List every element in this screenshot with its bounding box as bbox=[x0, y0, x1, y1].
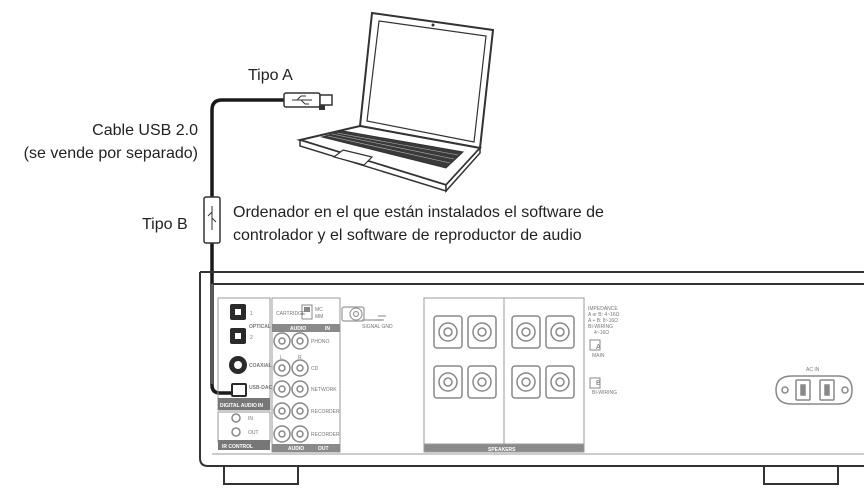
digital-audio-inputs bbox=[217, 297, 271, 411]
usb-symbol-icon bbox=[207, 206, 217, 230]
audio-out-label: AUDIO bbox=[288, 446, 304, 452]
amplifier-rear-panel bbox=[199, 271, 864, 485]
ir-in-label: IN bbox=[248, 416, 253, 422]
computer-label-line2: controlador y el software de reproductor… bbox=[233, 227, 582, 244]
ir-control-section bbox=[217, 411, 271, 450]
ir-out-label: OUT bbox=[248, 430, 259, 436]
speaker-a-label: A bbox=[596, 344, 601, 351]
audio-in-label: AUDIO bbox=[290, 326, 306, 332]
left-channel-label: L bbox=[280, 355, 283, 361]
rca-jacks bbox=[273, 332, 309, 443]
digital-in-label: IN bbox=[258, 403, 263, 409]
impedance-label: IMPEDANCE bbox=[588, 306, 618, 312]
type-a-label: Tipo A bbox=[248, 67, 293, 84]
ir-control-label: IR CONTROL bbox=[222, 444, 253, 450]
digital-audio-label: DIGITAL AUDIO bbox=[220, 403, 257, 409]
b-bi-wiring-label: BI-WIRING bbox=[592, 390, 617, 396]
analog-audio-section bbox=[271, 297, 341, 453]
recorder-out-label: RECORDER bbox=[311, 432, 340, 438]
optical-1-label: 1 bbox=[250, 311, 253, 317]
speakers-section bbox=[423, 297, 585, 453]
signal-gnd-terminal[interactable] bbox=[341, 306, 386, 322]
usb-cable bbox=[210, 98, 284, 395]
signal-gnd-label: SIGNAL GND bbox=[362, 324, 393, 330]
computer-label-line1: Ordenador en el que están instalados el … bbox=[233, 204, 604, 221]
coaxial-label: COAXIAL bbox=[249, 363, 272, 369]
usb-symbol-icon bbox=[292, 95, 312, 105]
optical-label: OPTICAL bbox=[249, 324, 271, 330]
usb-type-b-plug bbox=[203, 196, 221, 244]
ac-inlet[interactable] bbox=[775, 375, 853, 405]
ac-in-label: AC IN bbox=[806, 367, 820, 373]
recorder-label: RECORDER bbox=[311, 409, 340, 415]
ir-in-jack[interactable] bbox=[231, 413, 241, 423]
impedance-a-plus-b: A + B: 8~16Ω bbox=[588, 318, 618, 324]
right-channel-label: R bbox=[298, 355, 302, 361]
speakers-label: SPEAKERS bbox=[488, 447, 516, 453]
impedance-a-or-b: A or B: 4~16Ω bbox=[588, 312, 620, 318]
usb-dac-port[interactable] bbox=[231, 383, 247, 397]
main-label: MAIN bbox=[592, 353, 605, 359]
cartridge-label: CARTRIDGE bbox=[276, 311, 306, 317]
optical-2-label: 2 bbox=[250, 335, 253, 341]
mm-label: MM bbox=[315, 314, 323, 320]
cable-label-line2: (se vende por separado) bbox=[23, 145, 198, 162]
mc-label: MC bbox=[315, 307, 323, 313]
cable-label-line1: Cable USB 2.0 bbox=[92, 122, 198, 139]
network-label: NETWORK bbox=[311, 387, 337, 393]
speaker-b-label: B bbox=[596, 380, 601, 387]
speaker-terminals bbox=[433, 315, 575, 399]
ir-out-jack[interactable] bbox=[231, 427, 241, 437]
usb-type-a-plug bbox=[283, 92, 333, 108]
bi-wiring-label: BI-WIRING bbox=[588, 324, 613, 330]
laptop bbox=[296, 11, 495, 193]
phono-label: PHONO bbox=[311, 339, 329, 345]
audio-out-tag: OUT bbox=[318, 446, 329, 452]
cd-label: CD bbox=[311, 366, 319, 372]
type-b-label: Tipo B bbox=[142, 216, 188, 233]
audio-in-tag: IN bbox=[325, 326, 330, 332]
bi-wiring-impedance: 4~16Ω bbox=[594, 330, 609, 336]
usb-dac-label: USB-DAC bbox=[249, 385, 272, 391]
